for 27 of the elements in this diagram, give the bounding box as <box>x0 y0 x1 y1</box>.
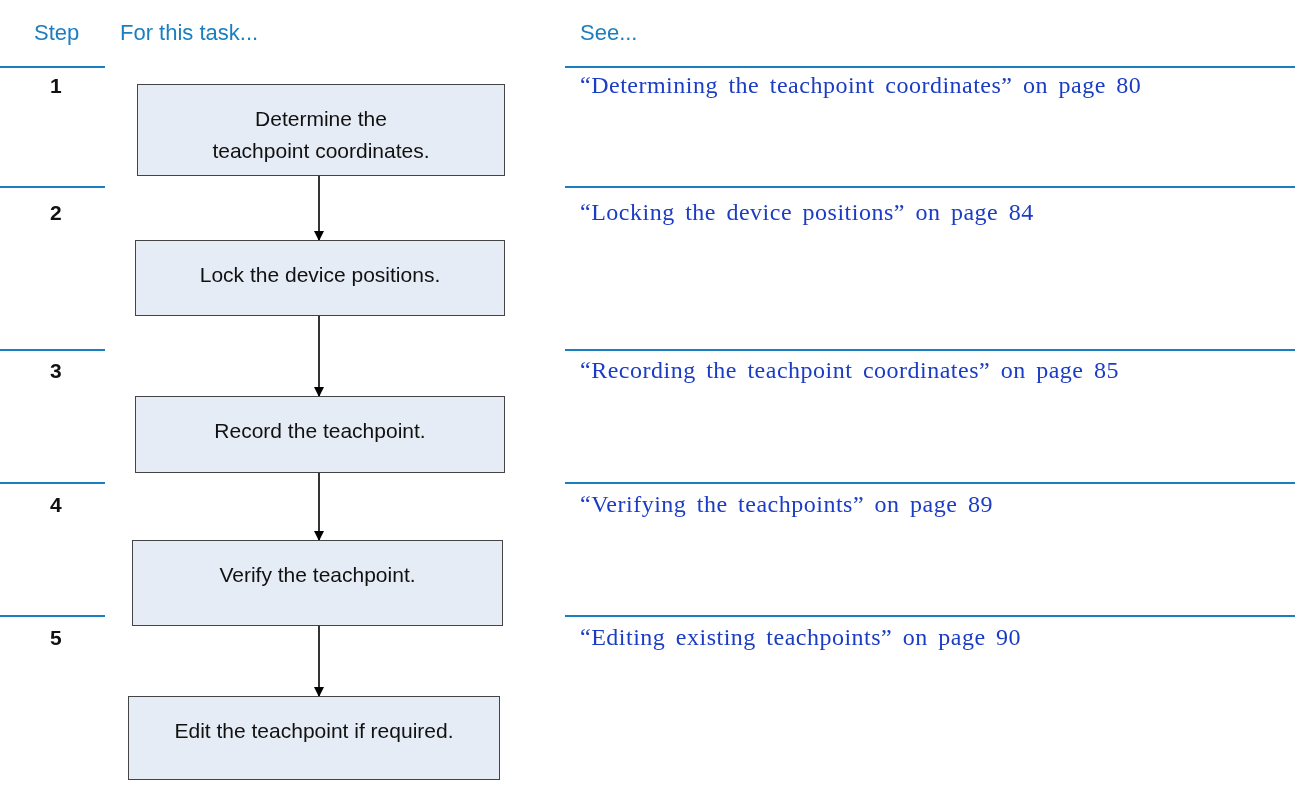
step-number: 1 <box>50 74 62 98</box>
box-text: Record the teachpoint. <box>213 418 427 444</box>
column-header: See... <box>580 20 638 46</box>
process-box <box>132 540 503 626</box>
arrow <box>314 625 324 697</box>
step-number: 2 <box>50 201 62 225</box>
process-box <box>137 84 505 176</box>
arrow <box>314 175 324 241</box>
process-box <box>135 240 505 316</box>
process-box <box>128 696 500 780</box>
page-reference: “Recording the teachpoint coordinates” on page 85 <box>580 357 1119 384</box>
box-text: Determine the teachpoint coordinates. <box>211 106 431 164</box>
arrow <box>314 315 324 397</box>
column-header: For this task... <box>120 20 259 46</box>
box-text: Lock the device positions. <box>198 262 442 288</box>
step-number: 4 <box>50 493 62 517</box>
column-header: Step <box>34 20 80 46</box>
page-reference: “Locking the device positions” on page 84 <box>580 199 1034 226</box>
step-number: 5 <box>50 626 62 650</box>
page-reference: “Verifying the teachpoints” on page 89 <box>580 491 993 518</box>
arrow <box>314 472 324 541</box>
process-box <box>135 396 505 473</box>
step-number: 3 <box>50 359 62 383</box>
box-text: Verify the teachpoint. <box>218 562 417 588</box>
box-text: Edit the teachpoint if required. <box>173 718 455 744</box>
page-reference: “Editing existing teachpoints” on page 90 <box>580 624 1022 651</box>
page-reference: “Determining the teachpoint coordinates” on page 80 <box>580 72 1142 99</box>
